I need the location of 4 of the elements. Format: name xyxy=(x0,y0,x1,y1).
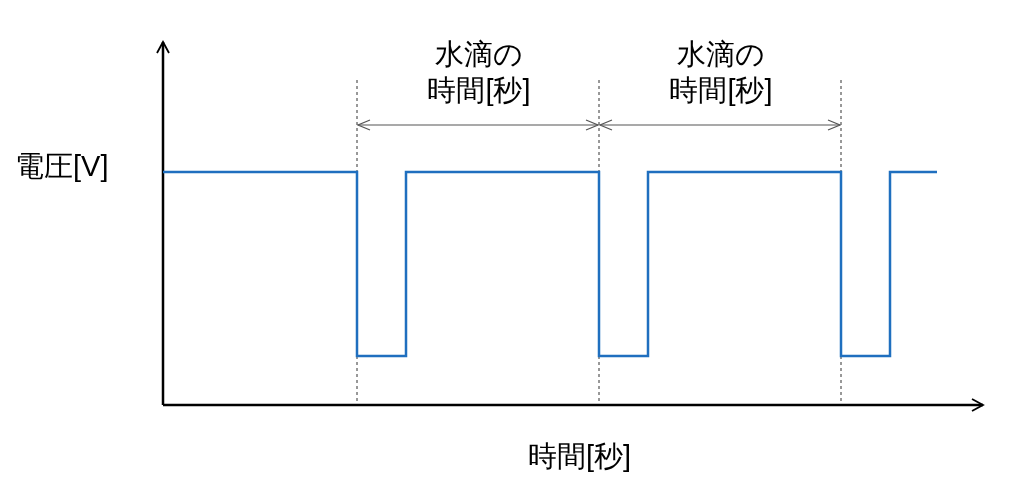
axis-label: 電圧[V] xyxy=(15,149,109,184)
dimension-label: 水滴の時間[秒] xyxy=(668,37,774,108)
dimension-label: 水滴の時間[秒] xyxy=(426,37,532,108)
axis-label: 時間[秒] xyxy=(528,439,632,474)
